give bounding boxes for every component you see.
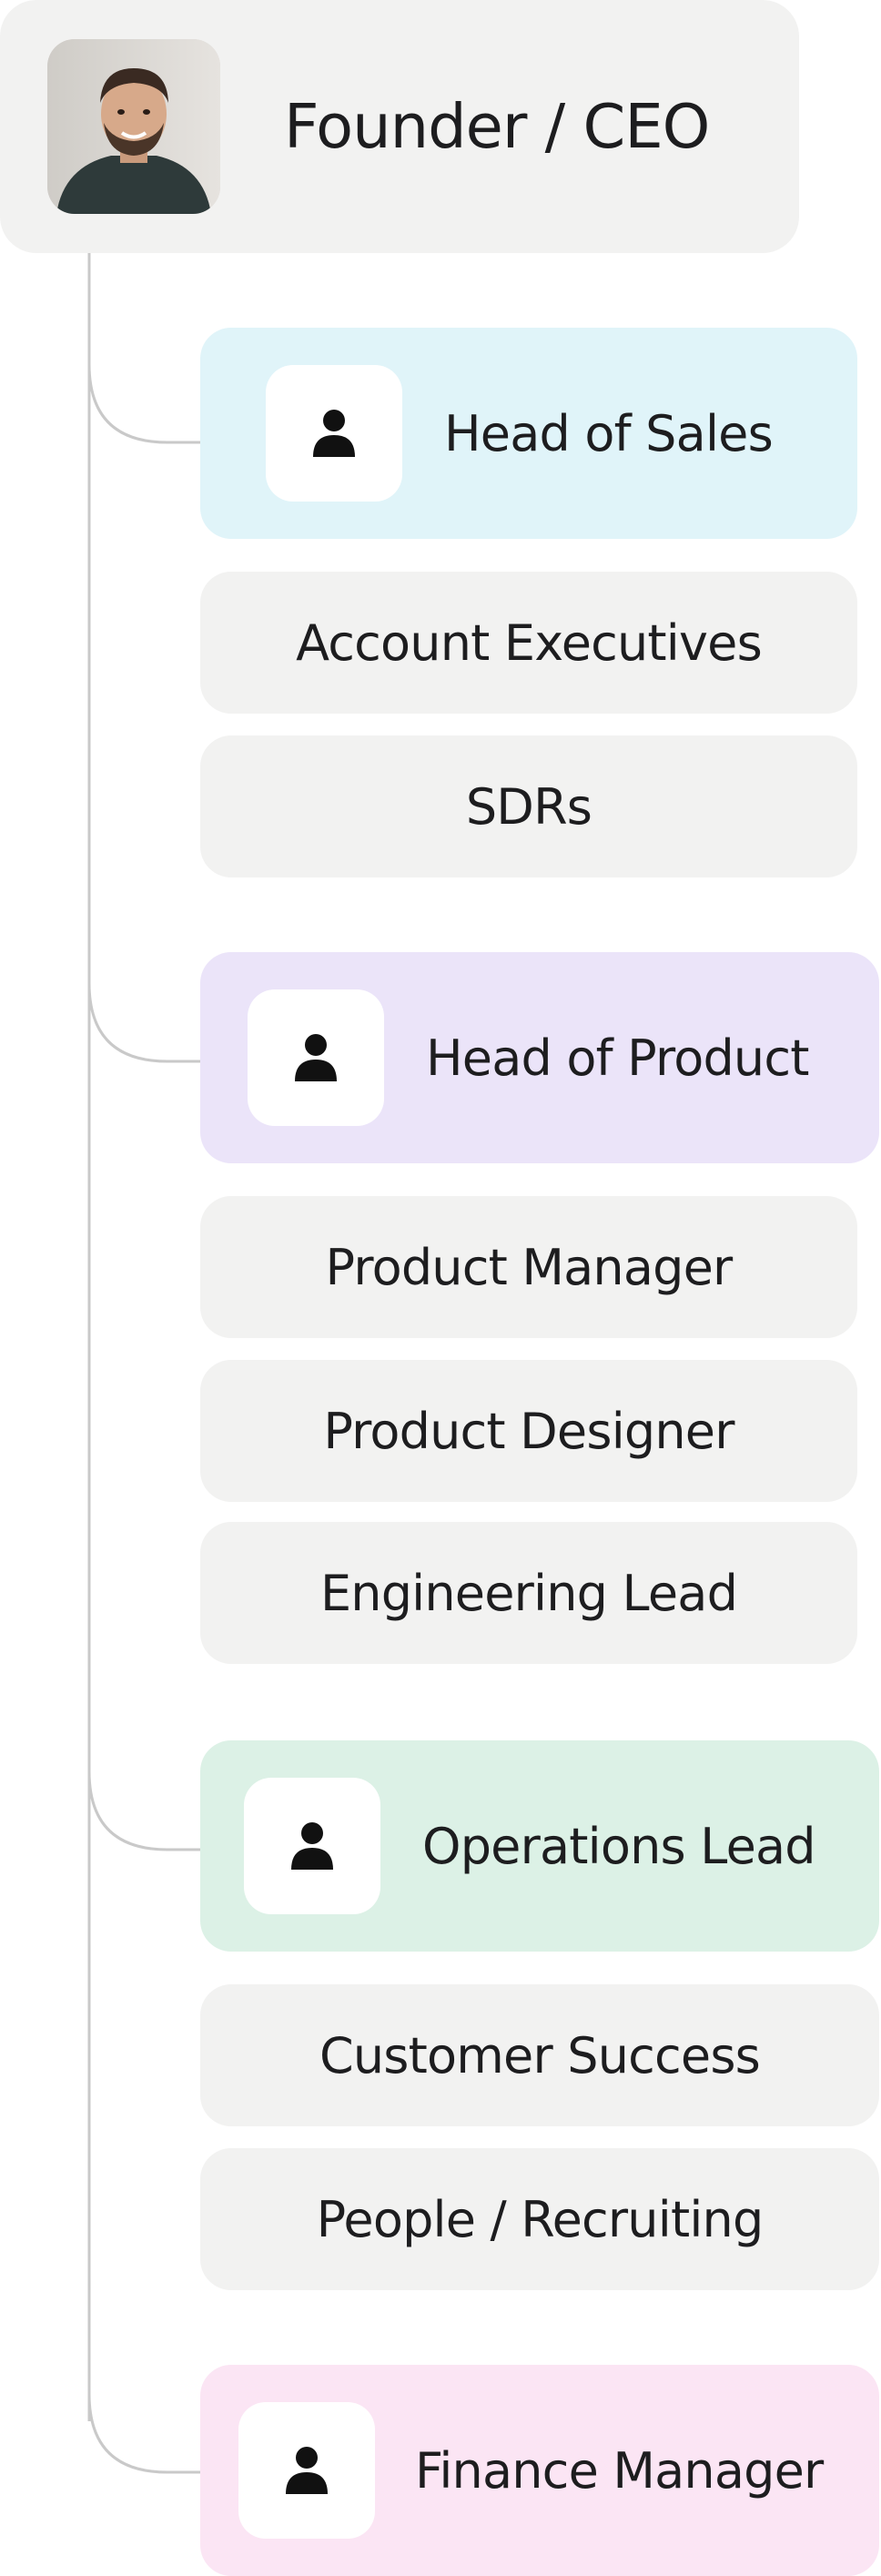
role-label: SDRs bbox=[465, 777, 592, 836]
person-icon bbox=[286, 2447, 328, 2494]
connector-sales bbox=[87, 363, 200, 444]
role-card[interactable]: Product Designer bbox=[200, 1360, 857, 1502]
head-title: Operations Lead bbox=[422, 1817, 816, 1875]
role-label: Account Executives bbox=[296, 614, 763, 672]
head-title: Head of Sales bbox=[444, 404, 774, 462]
role-label: Customer Success bbox=[319, 2026, 761, 2084]
role-card[interactable]: Product Manager bbox=[200, 1196, 857, 1338]
avatar bbox=[244, 1778, 380, 1914]
role-card[interactable]: People / Recruiting bbox=[200, 2148, 879, 2290]
role-label: Product Manager bbox=[325, 1238, 734, 1296]
founder-photo bbox=[47, 39, 220, 214]
connector-ops bbox=[87, 1770, 200, 1851]
head-of-sales-card[interactable]: Head of Sales bbox=[200, 328, 857, 539]
avatar bbox=[238, 2402, 375, 2539]
role-label: Engineering Lead bbox=[319, 1564, 738, 1622]
avatar bbox=[266, 365, 402, 502]
role-card[interactable]: Account Executives bbox=[200, 572, 857, 714]
person-icon bbox=[295, 1034, 337, 1081]
operations-lead-card[interactable]: Operations Lead bbox=[200, 1740, 879, 1952]
avatar bbox=[248, 989, 384, 1126]
founder-ceo-card[interactable]: Founder / CEO bbox=[0, 0, 799, 253]
role-card[interactable]: Engineering Lead bbox=[200, 1522, 857, 1664]
head-title: Head of Product bbox=[426, 1029, 809, 1087]
connector-product bbox=[87, 982, 200, 1063]
connector-finance bbox=[87, 2393, 200, 2474]
role-card[interactable]: SDRs bbox=[200, 735, 857, 877]
role-label: Product Designer bbox=[323, 1402, 734, 1460]
head-title: Finance Manager bbox=[415, 2441, 824, 2500]
role-label: People / Recruiting bbox=[316, 2190, 765, 2248]
founder-title: Founder / CEO bbox=[284, 91, 710, 162]
person-icon bbox=[291, 1822, 333, 1870]
role-card[interactable]: Customer Success bbox=[200, 1984, 879, 2126]
person-icon bbox=[313, 410, 355, 457]
finance-manager-card[interactable]: Finance Manager bbox=[200, 2365, 879, 2576]
head-of-product-card[interactable]: Head of Product bbox=[200, 952, 879, 1163]
